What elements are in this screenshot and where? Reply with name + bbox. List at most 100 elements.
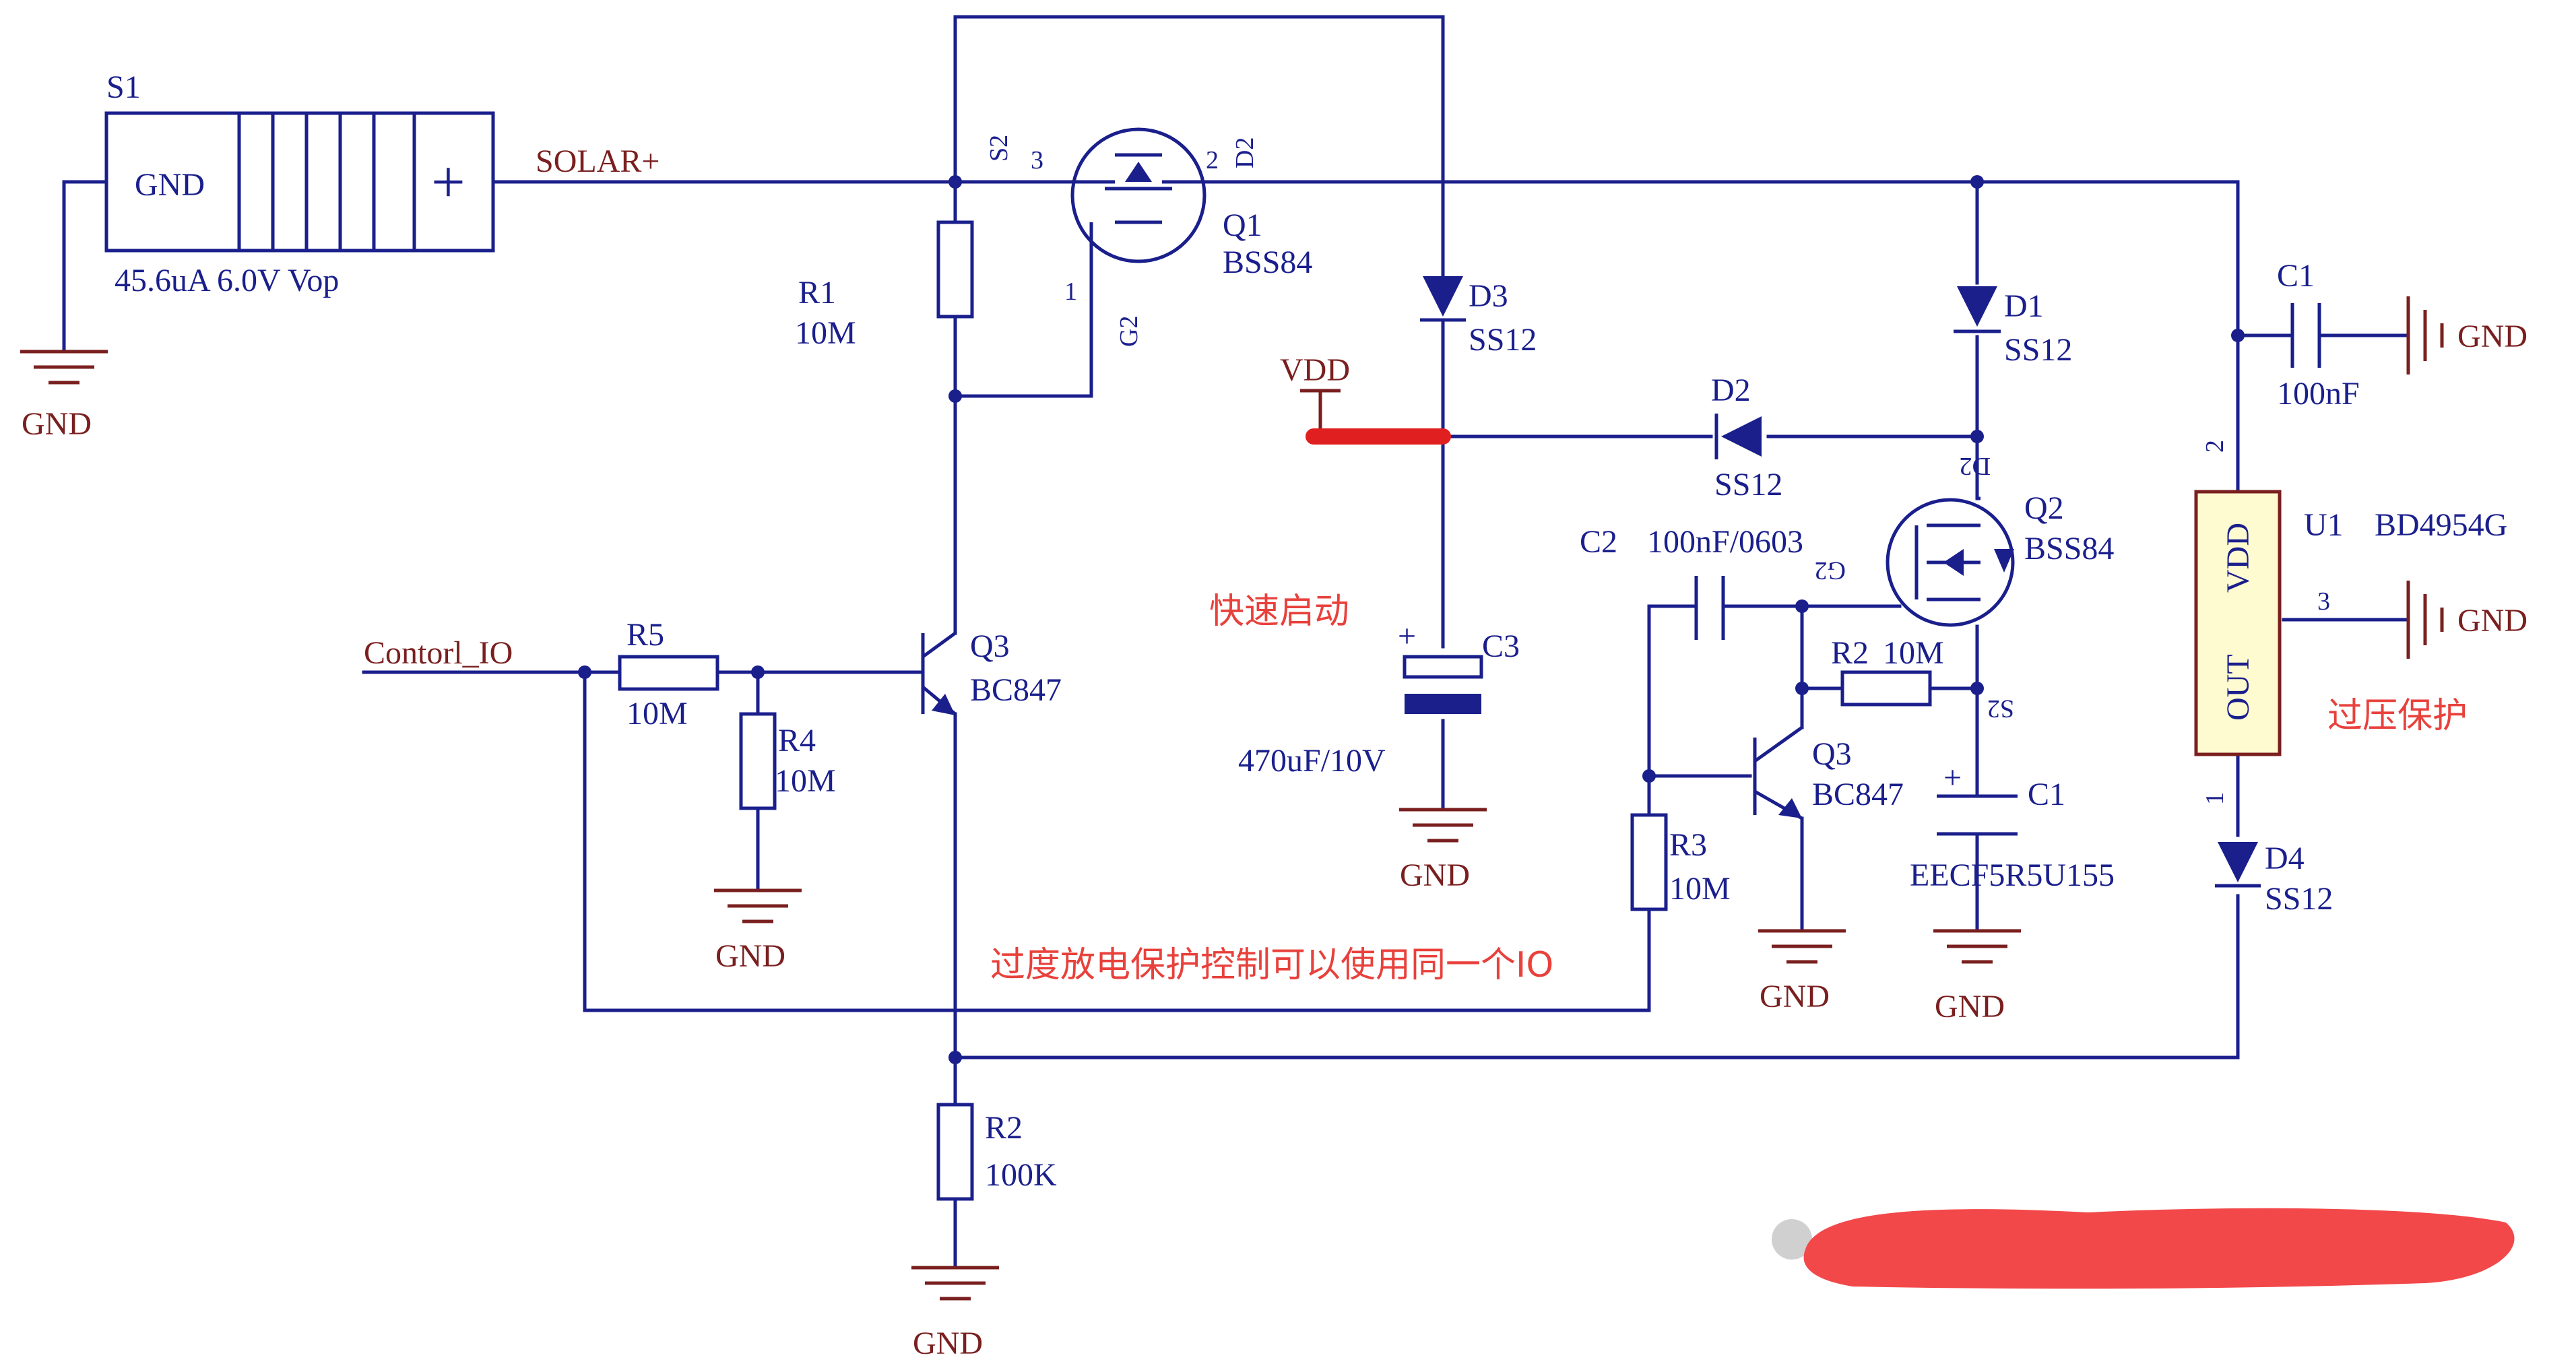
d1-part: SS12	[2004, 332, 2072, 368]
gnd-symbol-s1: GND	[20, 350, 108, 442]
capacitor-c2: C2 100nF/0603	[1580, 524, 1803, 640]
gnd-label: GND	[1935, 989, 2005, 1024]
gnd-symbol-c3: GND	[1399, 808, 1487, 893]
resistor-r2-bottom: R2 100K	[936, 1103, 1057, 1201]
q1-pin-s-label: S2	[985, 135, 1013, 162]
capacitor-c3: + C3 470uF/10V	[1238, 618, 1520, 779]
gnd-symbol-r2-bottom: GND	[911, 1266, 999, 1361]
q1-pin3: 3	[1031, 146, 1043, 174]
gnd-label: GND	[2457, 319, 2527, 354]
c3-ref: C3	[1482, 628, 1520, 664]
gnd-symbol-q3-right: GND	[1758, 929, 1846, 1014]
gnd-label: GND	[715, 938, 785, 974]
r1-ref: R1	[798, 275, 836, 311]
c2-ref: C2	[1580, 524, 1617, 560]
q1-part: BSS84	[1223, 245, 1312, 280]
q3-left-part: BC847	[970, 672, 1062, 708]
u1-pin2: 2	[2201, 440, 2229, 453]
control-io-net-label: Contorl_IO	[364, 635, 513, 671]
gnd-symbol-u1: GND	[2406, 581, 2527, 659]
u1-part: BD4954G	[2375, 507, 2507, 543]
d2-ref: D2	[1711, 372, 1751, 408]
q1-ref: Q1	[1223, 207, 1262, 243]
u1-pin-out: OUT	[2220, 654, 2256, 721]
r2-bottom-value: 100K	[985, 1157, 1057, 1193]
resistor-r2-right: R2 10M	[1831, 635, 1944, 707]
r2-right-value: 10M	[1883, 635, 1944, 671]
q1-pin-d-label: D2	[1231, 137, 1259, 168]
junction-dot	[948, 389, 962, 403]
diode-d4: D4 SS12	[2215, 841, 2333, 917]
gnd-label: GND	[1400, 857, 1470, 893]
r1-value: 10M	[795, 315, 856, 351]
resistor-r5: R5 10M	[618, 617, 719, 731]
junction-dot	[2231, 329, 2245, 342]
u1-pin-vdd: VDD	[2220, 523, 2256, 593]
c1-bottom-ref: C1	[2028, 777, 2065, 812]
diode-d2: D2 SS12	[1711, 372, 1782, 502]
q3-right-ref: Q3	[1812, 736, 1852, 772]
gnd-label: GND	[913, 1326, 983, 1361]
vdd-net: VDD	[1280, 352, 1451, 445]
junction-dot	[1795, 682, 1809, 695]
q2-pin-g-label: G2	[1815, 556, 1846, 585]
d4-ref: D4	[2265, 841, 2305, 876]
vdd-label: VDD	[1280, 352, 1350, 388]
r5-value: 10M	[626, 696, 688, 731]
u1-pin1: 1	[2201, 792, 2229, 805]
junction-dot	[1642, 769, 1656, 783]
junction-dot	[948, 175, 962, 189]
r3-value: 10M	[1669, 871, 1731, 907]
transistor-q3-left: Q3 BC847	[921, 628, 1062, 715]
r5-ref: R5	[626, 617, 664, 653]
diode-d1: D1 SS12	[1954, 286, 2072, 368]
junction-dot	[578, 665, 591, 679]
d2-part: SS12	[1714, 467, 1782, 502]
junction-dot	[1970, 175, 1984, 189]
gnd-label: GND	[22, 406, 92, 442]
resistor-r3: R3 10M	[1630, 813, 1731, 911]
wires	[62, 15, 2407, 1268]
c3-plus: +	[1398, 618, 1416, 654]
q2-ref: Q2	[2024, 490, 2064, 526]
r3-ref: R3	[1669, 827, 1707, 863]
c1-top-ref: C1	[2277, 258, 2315, 294]
d1-ref: D1	[2004, 288, 2044, 324]
c1-bottom-plus: +	[1943, 760, 1962, 795]
gnd-symbol-c1-top: GND	[2406, 296, 2527, 374]
gnd-label: GND	[2457, 603, 2527, 639]
mosfet-q1: S2 3 2 D2 1 G2 Q1 BSS84	[985, 127, 1312, 347]
r4-ref: R4	[778, 723, 816, 758]
note-fast-start: 快速启动	[1209, 591, 1349, 632]
d3-part: SS12	[1469, 322, 1537, 358]
c3-value: 470uF/10V	[1238, 743, 1386, 779]
q3-left-ref: Q3	[970, 628, 1010, 664]
u1-ref: U1	[2304, 507, 2344, 543]
q1-pin-g-label: G2	[1115, 316, 1143, 347]
resistor-r1: R1 10M	[795, 220, 974, 351]
r4-value: 10M	[775, 763, 836, 799]
solar-plus-net: SOLAR+	[536, 143, 659, 179]
q1-pin2: 2	[1206, 146, 1219, 174]
note-overvoltage-protection: 过压保护	[2327, 696, 2468, 736]
q3-right-part: BC847	[1812, 777, 1904, 812]
solar-cell-s1: S1 GND + 45.6uA 6.0V Vop SOLAR+	[104, 69, 659, 298]
q2-pin-d-label: D2	[1960, 452, 1991, 480]
ic-u1: VDD OUT 2 3 1 U1 BD4954G	[2194, 440, 2507, 805]
gnd-label: GND	[1760, 979, 1830, 1014]
q2-pin-s-label: S2	[1987, 694, 2014, 723]
gnd-symbol-r4: GND	[714, 888, 802, 974]
diode-d3: D3 SS12	[1420, 276, 1537, 358]
d4-part: SS12	[2265, 881, 2333, 917]
s1-ref: S1	[106, 69, 141, 105]
resistor-r4: R4 10M	[739, 712, 836, 810]
r2-right-ref: R2	[1831, 635, 1869, 671]
gnd-symbol-c1-bottom: GND	[1933, 929, 2021, 1024]
d3-ref: D3	[1469, 278, 1508, 314]
u1-pin3: 3	[2317, 587, 2330, 616]
capacitor-c1-top: C1 100nF	[2277, 258, 2360, 412]
junction-dot	[751, 665, 765, 679]
c2-value: 100nF/0603	[1647, 524, 1803, 560]
redaction-overlay	[1772, 1208, 2515, 1289]
